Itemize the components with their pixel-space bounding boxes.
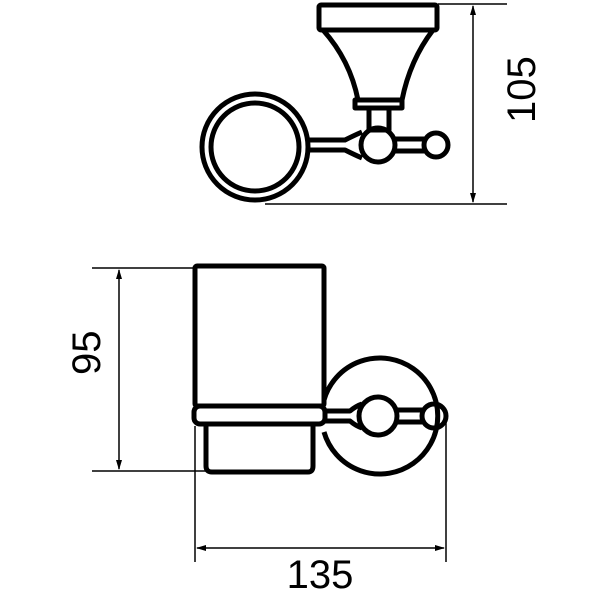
dimension-label-95: 95 — [65, 331, 109, 376]
wall-plate — [316, 2, 440, 33]
arm — [308, 129, 363, 161]
holder-ring-outer — [199, 91, 311, 203]
dimension-label-105: 105 — [500, 56, 544, 123]
holder-band — [191, 403, 328, 427]
glass-base — [203, 424, 316, 475]
joint-ball — [358, 125, 398, 165]
front-view: 95 135 — [65, 263, 449, 597]
holder-ring-inner — [208, 100, 302, 194]
dimension-label-135: 135 — [287, 553, 354, 597]
wall-rosette — [321, 355, 441, 477]
stem — [395, 136, 424, 154]
mount-flange — [321, 28, 435, 103]
joint-ball — [356, 394, 400, 438]
stem — [397, 407, 422, 425]
end-knob — [421, 130, 451, 160]
arm — [325, 401, 363, 431]
end-knob — [419, 401, 449, 431]
tumbler-glass — [192, 263, 327, 409]
top-view: 105 — [199, 2, 544, 205]
